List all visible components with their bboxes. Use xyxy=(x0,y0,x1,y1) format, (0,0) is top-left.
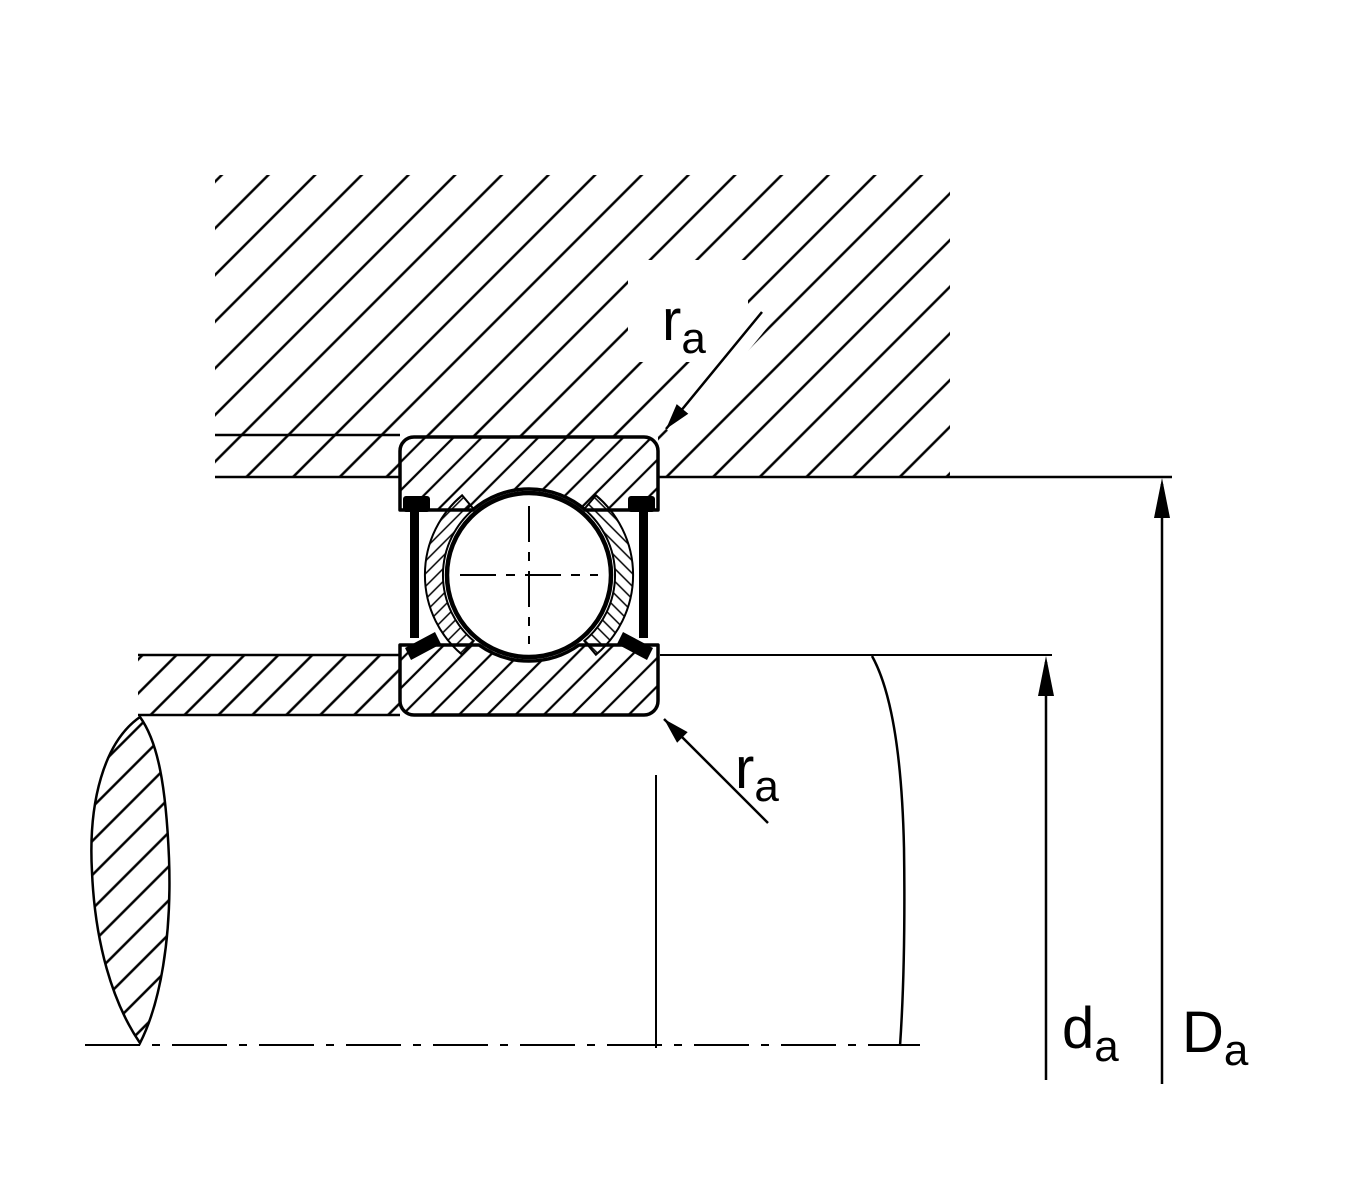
shaft-abutment-label: da xyxy=(1062,996,1119,1071)
shaft-shoulder-hatch xyxy=(138,655,400,715)
bearing-cross-section xyxy=(398,435,660,717)
dimension-arrowhead-Da xyxy=(1154,478,1170,518)
fillet-radius-label-top: ra xyxy=(662,288,706,363)
fillet-radius-label-bottom: ra xyxy=(735,736,779,811)
housing-abutment-dimension: Da xyxy=(1154,478,1249,1084)
housing-abutment-label: Da xyxy=(1182,1000,1249,1075)
housing-hatch-area xyxy=(215,175,950,477)
shaft-section xyxy=(90,653,906,1048)
inner-ring xyxy=(398,643,660,717)
shaft-break-section xyxy=(90,715,171,1046)
dimension-annotations: ra ra da Da xyxy=(660,288,1249,1084)
dimension-arrowhead-da xyxy=(1038,656,1054,696)
leader-arrowhead-bottom xyxy=(664,719,688,743)
seal-stem xyxy=(410,510,419,638)
shaft-abutment-dimension: da xyxy=(660,654,1119,1080)
fillet-annotation-top: ra xyxy=(662,288,763,430)
leader-arrowhead-top xyxy=(666,404,689,429)
seal-left xyxy=(403,496,441,660)
seal-anchor xyxy=(403,496,430,512)
fillet-annotation-bottom: ra xyxy=(663,718,779,824)
shaft-contour-curve xyxy=(870,655,906,1047)
cage-left xyxy=(423,493,476,657)
seal-lip xyxy=(405,632,441,660)
outer-ring xyxy=(398,435,660,512)
